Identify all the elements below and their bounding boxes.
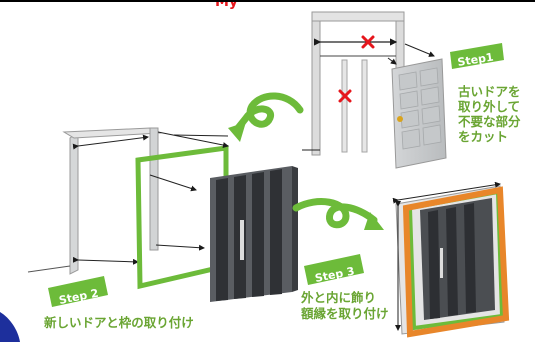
step1-line-4: をカット (458, 129, 508, 144)
step1-badge-label: Step1 (457, 51, 495, 69)
removal-arrow (387, 57, 397, 65)
removal-arrow (404, 43, 435, 57)
step2-badge: Step 2 (48, 276, 108, 307)
finished-door (392, 181, 510, 338)
step1-badge: Step1 (450, 43, 504, 69)
bare-opening-frame (27, 127, 162, 275)
corner-decoration (0, 312, 20, 342)
step1-line-1: 古いドアを (458, 84, 521, 99)
step2-caption: 新しいドアと枠の取り付け (44, 315, 194, 330)
old-door-panel (391, 58, 447, 169)
curved-arrow-icon (228, 92, 304, 142)
new-door-panel (210, 166, 298, 302)
step1-line-3: 不要な部分 (458, 114, 521, 129)
cut-mark-icon (338, 89, 352, 103)
step3-line-2: 額縁を取り付け (300, 306, 389, 321)
step3-badge: Step 3 (304, 254, 364, 285)
curved-arrow-icon (292, 198, 384, 230)
step1-line-2: 取り外して (458, 99, 520, 114)
cut-mark-icon (361, 35, 375, 49)
step3-line-1: 外と内に飾り (300, 290, 376, 305)
top-partial-text: My (215, 0, 238, 10)
old-door-frame (302, 11, 405, 156)
